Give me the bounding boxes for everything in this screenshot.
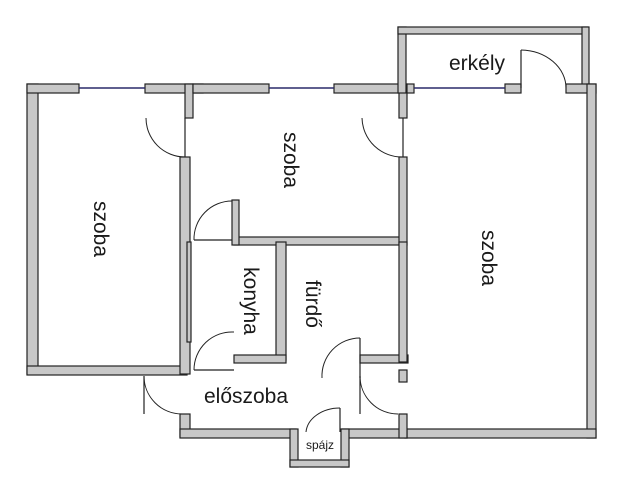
door-bath-swing xyxy=(321,337,361,379)
label-left-room: szoba xyxy=(89,201,112,257)
label-bathroom: fürdő xyxy=(301,280,324,328)
door-hall-left-swing xyxy=(143,375,183,415)
door-kitchen-upper-swing xyxy=(193,200,233,241)
room-labels: szoba szoba szoba erkély konyha fürdő el… xyxy=(89,52,506,452)
door-kitchen-hall-swing xyxy=(193,331,235,371)
label-hall: előszoba xyxy=(204,385,288,408)
wall-right-room-bottom xyxy=(404,428,597,439)
label-kitchen: konyha xyxy=(239,267,262,335)
wall-right-room-right xyxy=(586,83,597,439)
wall-left-room-top-left xyxy=(26,83,80,94)
wall-kitchen-left xyxy=(186,241,192,343)
wall-center-divider-upper xyxy=(398,156,408,246)
wall-hall-bottom-right xyxy=(341,428,408,439)
wall-hall-right xyxy=(398,413,408,439)
label-middle-room: szoba xyxy=(279,132,302,188)
wall-balcony-left xyxy=(397,26,407,94)
wall-kitchen-top xyxy=(233,236,407,246)
wall-left-room-bottom xyxy=(26,365,188,376)
wall-left-room-left xyxy=(26,83,39,375)
wall-top-segment-c xyxy=(192,83,270,94)
wall-center-divider-lower xyxy=(398,241,408,363)
door-left-room-swing xyxy=(145,117,186,158)
wall-pantry-bottom xyxy=(289,459,350,468)
label-pantry: spájz xyxy=(306,438,334,452)
wall-right-room-top-stub xyxy=(504,83,522,94)
label-right-room: szoba xyxy=(477,230,500,286)
wall-kitchen-bottom xyxy=(233,354,287,364)
door-middle-right-swing xyxy=(361,117,404,158)
wall-kitchen-bath-divider xyxy=(275,241,287,361)
wall-hall-bottom-left xyxy=(179,428,297,439)
walls xyxy=(26,26,597,468)
doors xyxy=(143,49,567,433)
wall-kitchen-door-post xyxy=(231,199,240,246)
wall-balcony-right xyxy=(581,26,590,88)
wall-balcony-top xyxy=(397,26,589,35)
door-pantry-swing xyxy=(305,407,341,433)
wall-top-segment-b xyxy=(184,83,194,119)
label-balcony: erkély xyxy=(449,52,506,75)
door-balcony-swing xyxy=(520,49,567,89)
door-right-room-swing xyxy=(359,375,399,415)
wall-hall-right-post xyxy=(398,369,408,383)
